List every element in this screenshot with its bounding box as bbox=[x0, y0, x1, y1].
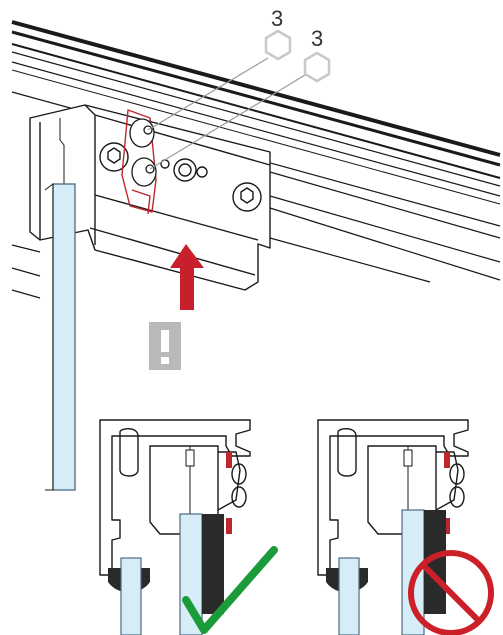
hex-nut-icon bbox=[303, 51, 331, 83]
callout-label-1: 3 bbox=[271, 6, 283, 31]
callout-label-2: 3 bbox=[311, 26, 323, 51]
leader-lines bbox=[147, 57, 306, 170]
screw-left bbox=[99, 142, 129, 172]
cross-section-incorrect bbox=[317, 419, 469, 635]
adjuster-top bbox=[129, 118, 155, 148]
checkmark-icon bbox=[182, 546, 278, 634]
prohibited-icon bbox=[408, 550, 494, 635]
push-up-arrow bbox=[170, 244, 204, 310]
top-rail bbox=[11, 20, 501, 205]
exclamation-icon bbox=[149, 322, 181, 370]
adjuster-bottom bbox=[131, 157, 157, 187]
rail-assembly bbox=[11, 20, 501, 299]
adjusters-highlight bbox=[121, 109, 157, 215]
glass-panel-main bbox=[44, 183, 76, 491]
screw-right bbox=[232, 182, 262, 212]
hex-nut-icon bbox=[264, 29, 292, 61]
